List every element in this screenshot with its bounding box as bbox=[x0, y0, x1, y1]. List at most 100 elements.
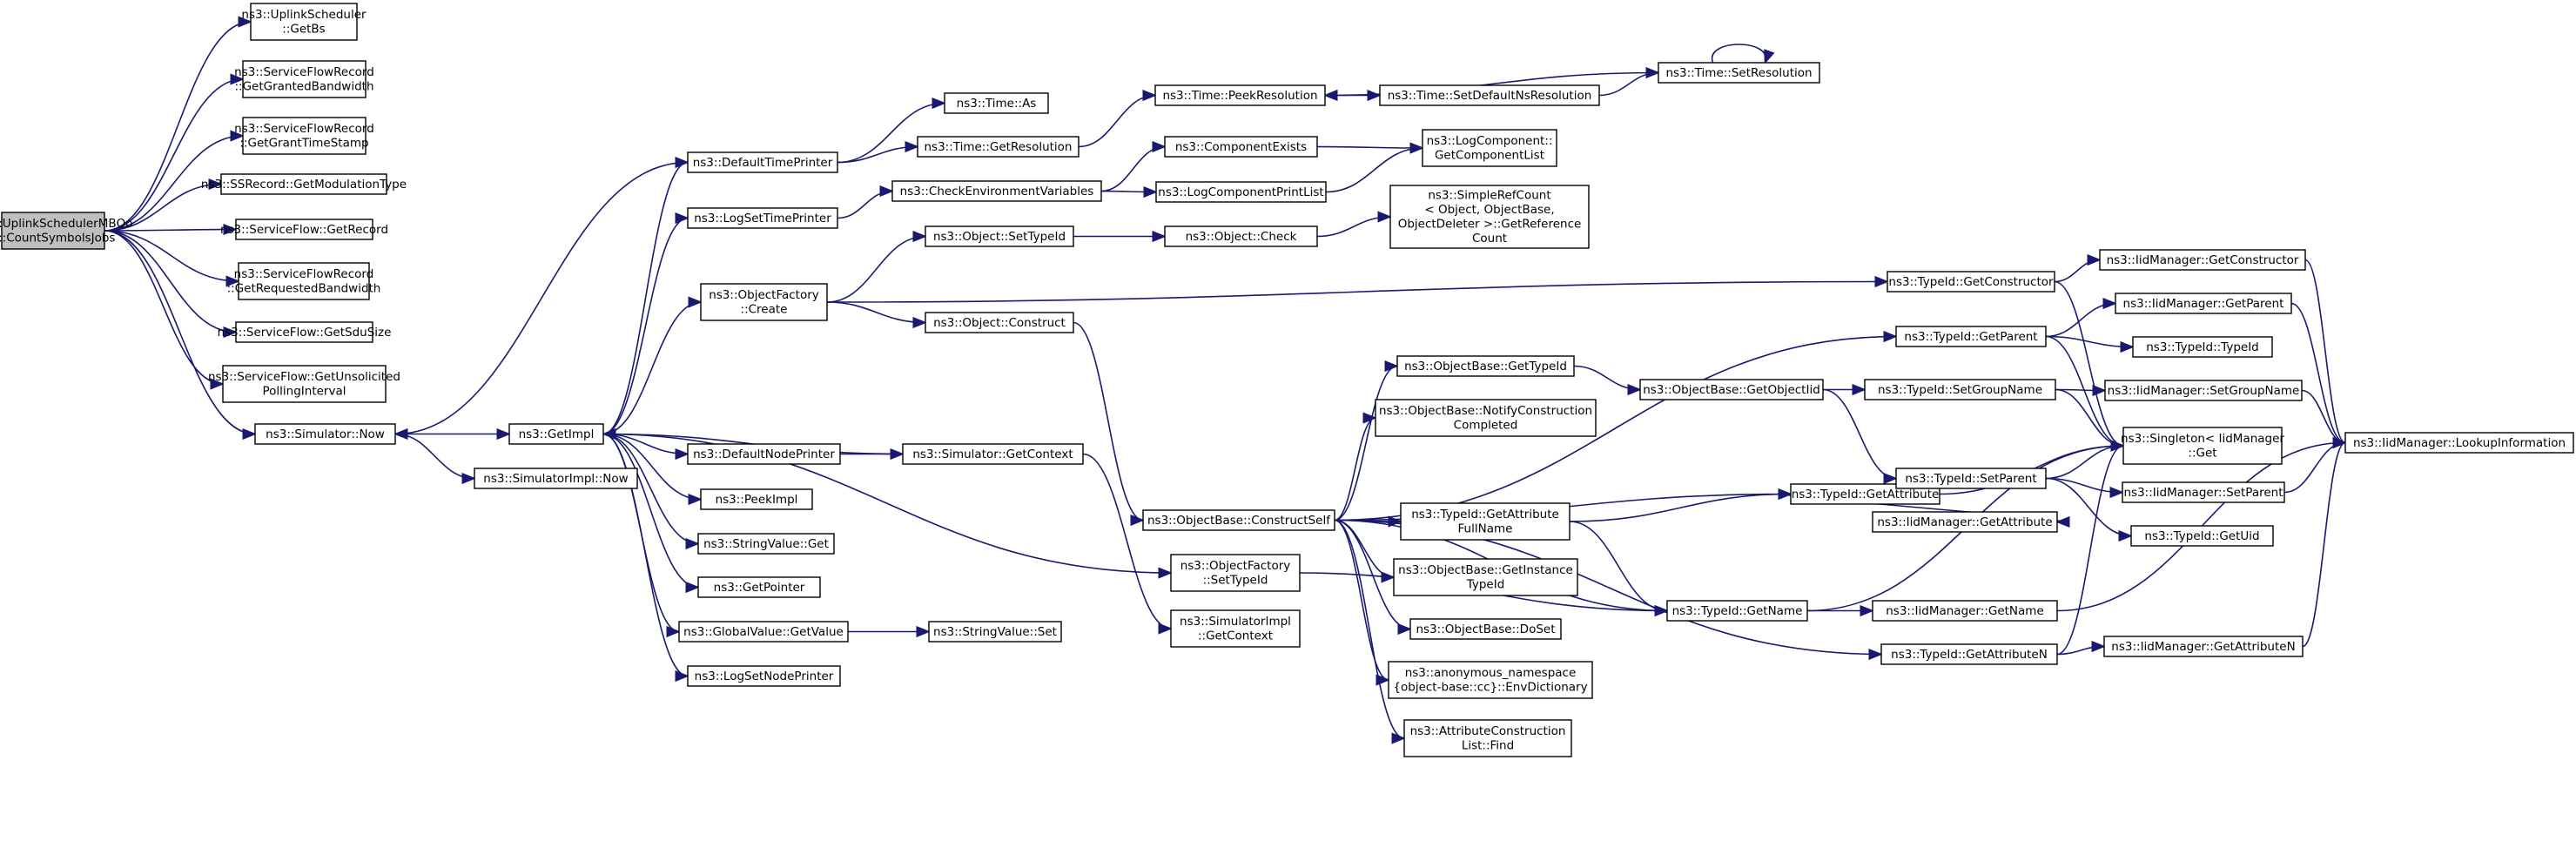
call-edge bbox=[104, 22, 251, 232]
function-node[interactable]: ns3::TypeId::GetAttribute bbox=[1790, 483, 1940, 505]
function-node[interactable]: ns3::Object::Check bbox=[1164, 225, 1318, 247]
function-node[interactable]: ns3::ServiceFlow::GetRecord bbox=[220, 219, 388, 240]
node-box bbox=[687, 443, 841, 465]
function-node[interactable]: ns3::IidManager::SetParent bbox=[2122, 481, 2285, 503]
node-label: ns3::Singleton< IidManager bbox=[2121, 432, 2284, 446]
node-box bbox=[1790, 483, 1940, 505]
node-box bbox=[925, 225, 1074, 247]
node-box bbox=[928, 621, 1062, 643]
function-node[interactable]: ns3::IidManager::GetAttribute bbox=[1872, 511, 2058, 533]
function-node[interactable]: ns3::ObjectBase::DoSet bbox=[1409, 618, 1562, 640]
function-node[interactable]: ns3::ServiceFlowRecord::GetGrantTimeStam… bbox=[234, 117, 374, 155]
node-label: GetComponentList bbox=[1435, 149, 1544, 163]
function-node[interactable]: ns3::SimulatorImpl::GetContext bbox=[1170, 609, 1301, 648]
function-node[interactable]: ns3::IidManager::GetAttributeN bbox=[2103, 636, 2304, 657]
function-node[interactable]: ns3::DefaultTimePrinter bbox=[687, 151, 838, 173]
function-node[interactable]: ns3::TypeId::SetParent bbox=[1895, 468, 2047, 489]
node-label: ObjectDeleter >::GetReference bbox=[1398, 218, 1582, 232]
function-node[interactable]: ns3::UplinkScheduler::GetBs bbox=[241, 3, 367, 41]
function-node[interactable]: ns3::IidManager::GetConstructor bbox=[2099, 249, 2306, 271]
node-box bbox=[1154, 84, 1326, 106]
function-node[interactable]: ns3::Time::PeekResolution bbox=[1154, 84, 1326, 106]
node-label: ns3::AttributeConstruction bbox=[1410, 724, 1566, 738]
node-label: ns3::DefaultNodePrinter bbox=[693, 447, 835, 461]
node-box bbox=[1142, 509, 1335, 531]
function-node[interactable]: ns3::TypeId::GetParent bbox=[1895, 326, 2047, 347]
call-edge bbox=[602, 433, 1171, 574]
function-node[interactable]: ns3::TypeId::GetUid bbox=[2130, 525, 2274, 547]
function-node[interactable]: ns3::CheckEnvironmentVariables bbox=[891, 180, 1102, 202]
call-edge bbox=[826, 301, 925, 323]
node-label: ns3::IidManager::GetParent bbox=[2123, 297, 2284, 311]
function-node[interactable]: ns3::SSRecord::GetModulationType bbox=[201, 173, 407, 195]
function-node[interactable]: ns3::SimpleRefCount< Object, ObjectBase,… bbox=[1389, 185, 1590, 249]
function-node[interactable]: ns3::StringValue::Get bbox=[697, 533, 835, 555]
function-node[interactable]: ns3::LogSetNodePrinter bbox=[687, 665, 841, 687]
function-node[interactable]: ns3::ComponentExists bbox=[1164, 136, 1318, 158]
function-node[interactable]: ns3::ObjectBase::NotifyConstructionCompl… bbox=[1375, 399, 1597, 437]
function-node[interactable]: ns3::IidManager::SetGroupName bbox=[2104, 380, 2303, 401]
function-node[interactable]: ns3::Object::Construct bbox=[925, 312, 1074, 333]
function-node[interactable]: ns3::ServiceFlowRecord::GetRequestedBand… bbox=[227, 262, 381, 300]
node-label: ns3::TypeId::GetName bbox=[1672, 604, 1803, 618]
function-node[interactable]: ns3::LogComponentPrintList bbox=[1155, 181, 1327, 203]
node-label: ns3::TypeId::GetAttribute bbox=[1792, 488, 1940, 501]
function-node[interactable]: ns3::GetPointer bbox=[697, 576, 821, 598]
node-box bbox=[1400, 502, 1570, 541]
function-node[interactable]: ns3::ObjectBase::ConstructSelf bbox=[1142, 509, 1335, 531]
function-node[interactable]: ns3::Simulator::Now bbox=[254, 423, 396, 445]
function-node[interactable]: ns3::TypeId::GetAttributeN bbox=[1880, 643, 2058, 665]
function-node[interactable]: ns3::ServiceFlow::GetUnsolicitedPollingI… bbox=[208, 365, 400, 403]
function-node[interactable]: ns3::StringValue::Set bbox=[928, 621, 1062, 643]
function-node[interactable]: ns3::LogComponent::GetComponentList bbox=[1422, 129, 1557, 167]
function-node[interactable]: ns3::LogSetTimePrinter bbox=[687, 207, 838, 229]
function-node[interactable]: ns3::Time::SetResolution bbox=[1658, 62, 1820, 84]
function-node[interactable]: ns3::IidManager::GetParent bbox=[2115, 293, 2292, 314]
function-node[interactable]: ns3::GetImpl bbox=[508, 423, 604, 445]
root-function-node[interactable]: ns3::UplinkSchedulerMBQoS::CountSymbolsJ… bbox=[0, 212, 132, 250]
node-label: ns3::ServiceFlowRecord bbox=[234, 122, 374, 136]
function-node[interactable]: ns3::TypeId::SetGroupName bbox=[1864, 379, 2056, 400]
function-node[interactable]: ns3::TypeId::GetConstructor bbox=[1887, 271, 2055, 293]
function-node[interactable]: ns3::TypeId::GetName bbox=[1666, 600, 1808, 622]
function-node[interactable]: ns3::GlobalValue::GetValue bbox=[678, 621, 849, 643]
function-node[interactable]: ns3::IidManager::LookupInformation bbox=[2344, 432, 2574, 454]
function-node[interactable]: ns3::DefaultNodePrinter bbox=[687, 443, 841, 465]
function-node[interactable]: ns3::PeekImpl bbox=[700, 488, 813, 510]
function-node[interactable]: ns3::anonymous_namespace{object-base::cc… bbox=[1388, 661, 1593, 699]
node-label: ns3::SimulatorImpl::Now bbox=[483, 472, 628, 486]
node-box bbox=[1155, 181, 1327, 203]
call-edge bbox=[1082, 453, 1172, 629]
call-edge bbox=[104, 136, 243, 232]
function-node[interactable]: ns3::ObjectBase::GetObjectIid bbox=[1639, 379, 1824, 400]
call-edge bbox=[602, 433, 701, 500]
node-label: ns3::ObjectBase::NotifyConstruction bbox=[1379, 404, 1592, 418]
node-box bbox=[1375, 399, 1597, 437]
function-node[interactable]: ns3::Time::As bbox=[944, 92, 1049, 114]
node-box bbox=[1895, 468, 2047, 489]
function-node[interactable]: ns3::TypeId::TypeId bbox=[2132, 336, 2273, 358]
function-node[interactable]: ns3::Time::SetDefaultNsResolution bbox=[1379, 84, 1600, 106]
function-node[interactable]: ns3::ServiceFlow::GetSduSize bbox=[218, 321, 392, 343]
function-node[interactable]: ns3::ObjectFactory::Create bbox=[700, 283, 828, 321]
function-node[interactable]: ns3::Simulator::GetContext bbox=[902, 443, 1084, 465]
function-node[interactable]: ns3::ObjectFactory::SetTypeId bbox=[1170, 554, 1301, 592]
function-node[interactable]: ns3::ObjectBase::GetTypeId bbox=[1396, 355, 1575, 377]
node-label: ns3::ObjectBase::GetObjectIid bbox=[1643, 383, 1820, 397]
call-edge bbox=[104, 230, 236, 232]
call-edge bbox=[2045, 477, 2131, 536]
node-box bbox=[687, 665, 841, 687]
function-node[interactable]: ns3::ServiceFlowRecord::GetGrantedBandwi… bbox=[234, 60, 374, 98]
function-node[interactable]: ns3::SimulatorImpl::Now bbox=[474, 468, 638, 489]
function-node[interactable]: ns3::Object::SetTypeId bbox=[925, 225, 1074, 247]
function-node[interactable]: ns3::Singleton< IidManager::Get bbox=[2121, 427, 2284, 465]
function-node[interactable]: ns3::IidManager::GetName bbox=[1872, 600, 2058, 622]
node-box bbox=[220, 173, 387, 195]
node-label: ::GetRequestedBandwidth bbox=[227, 282, 381, 296]
function-node[interactable]: ns3::Time::GetResolution bbox=[917, 136, 1079, 158]
node-label: ns3::IidManager::GetName bbox=[1886, 604, 2044, 618]
node-label: PollingInterval bbox=[263, 385, 346, 399]
